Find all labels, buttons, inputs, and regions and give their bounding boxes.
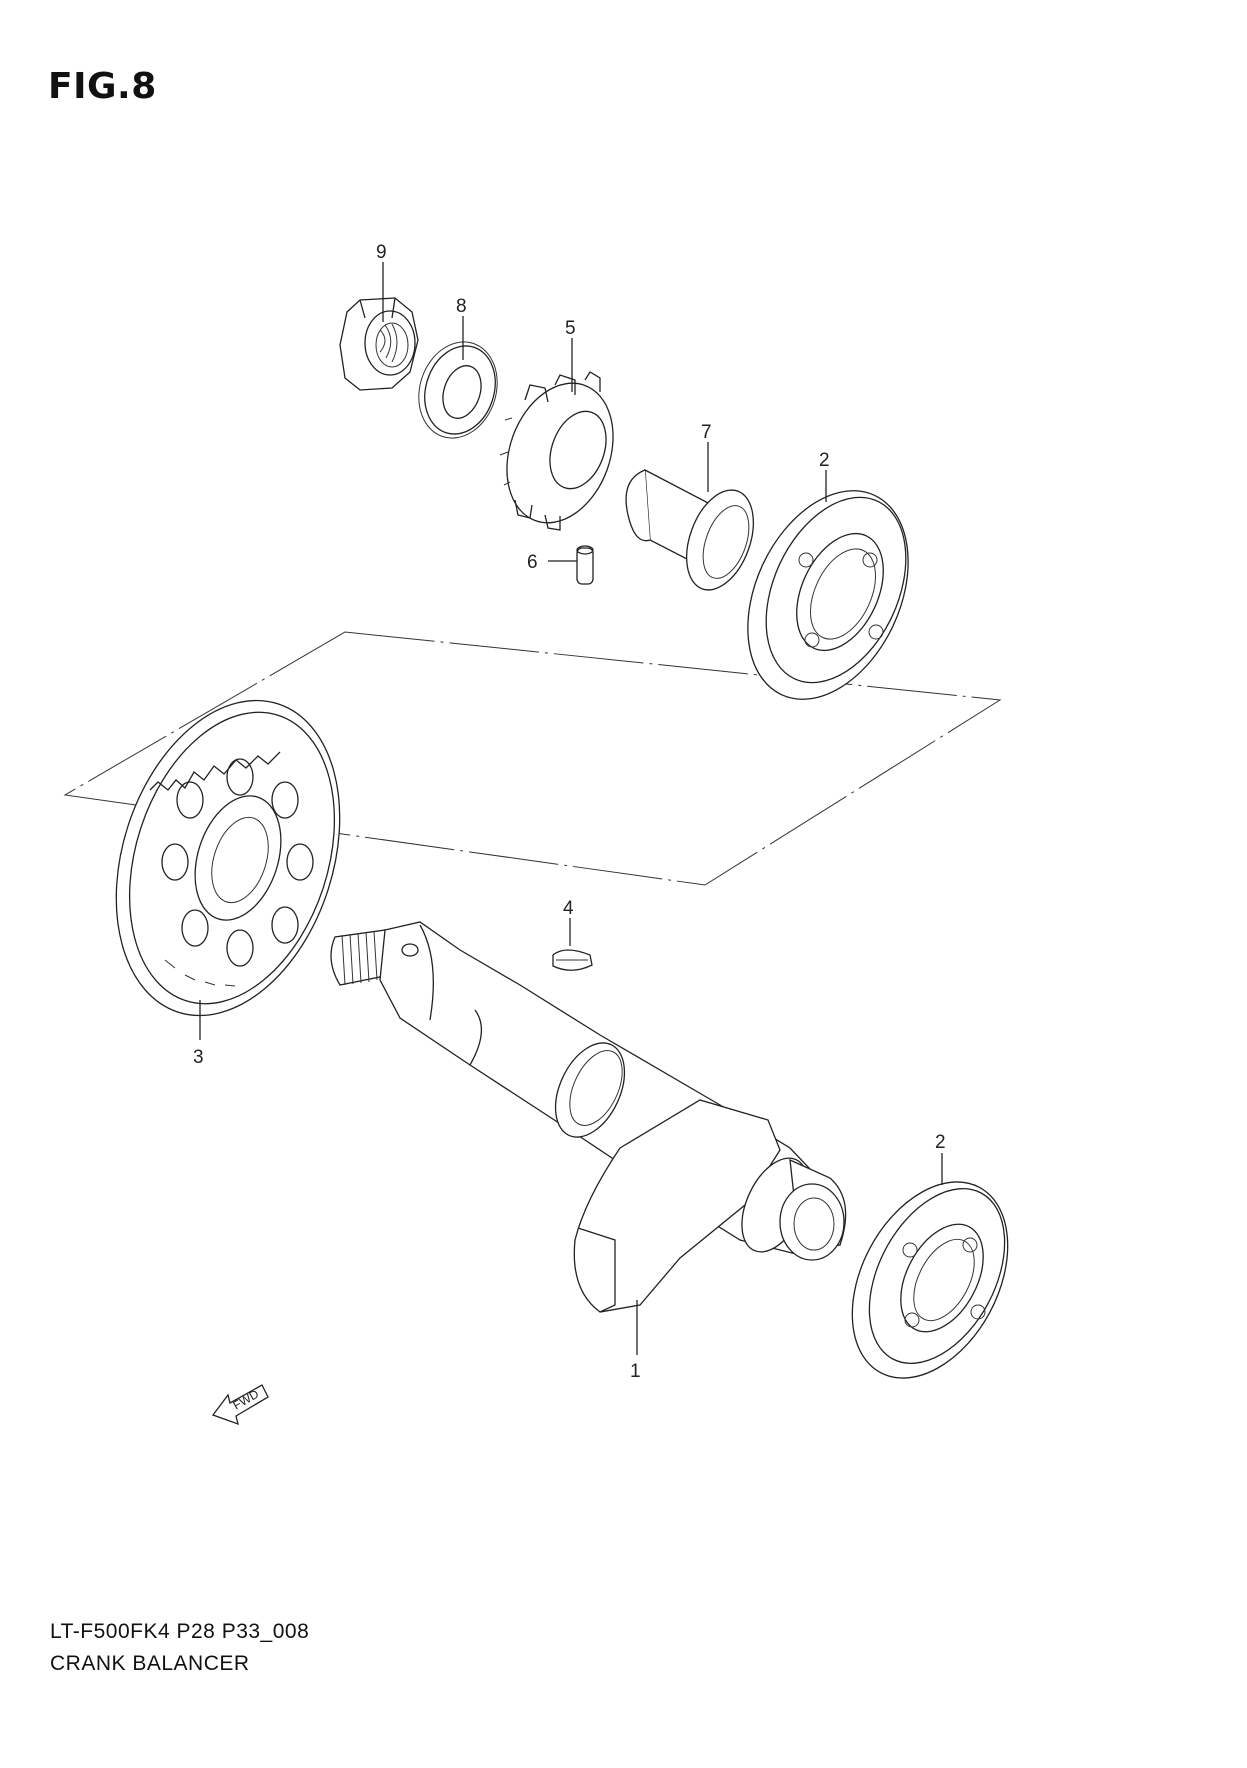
part-4-key[interactable] [552, 949, 593, 971]
callout-5: 5 [565, 318, 576, 339]
callout-1: 1 [630, 1361, 641, 1382]
callout-2-upper: 2 [819, 450, 830, 471]
part-2-bearing-lower[interactable] [821, 1155, 1040, 1404]
part-1-balancer-shaft[interactable] [330, 921, 847, 1313]
callout-9: 9 [376, 242, 387, 263]
part-3-gear[interactable] [78, 671, 378, 1044]
callout-4: 4 [563, 898, 574, 919]
part-6-pin[interactable] [576, 545, 594, 585]
part-9-nut[interactable] [339, 297, 419, 391]
part-7-spacer[interactable] [625, 468, 766, 599]
figure-title: FIG.8 [48, 66, 157, 107]
part-2-bearing-upper[interactable] [716, 465, 939, 725]
callout-8: 8 [456, 296, 467, 317]
figure-name: CRANK BALANCER [50, 1652, 250, 1675]
callout-6: 6 [527, 552, 538, 573]
callout-2-lower: 2 [935, 1132, 946, 1153]
callout-3: 3 [193, 1047, 204, 1068]
callout-7: 7 [701, 422, 712, 443]
part-8-washer[interactable] [407, 332, 510, 449]
figure-code: LT-F500FK4 P28 P33_008 [50, 1620, 310, 1643]
part-5-lock-washer[interactable] [488, 368, 631, 538]
forward-arrow-icon: FWD [211, 1384, 269, 1426]
